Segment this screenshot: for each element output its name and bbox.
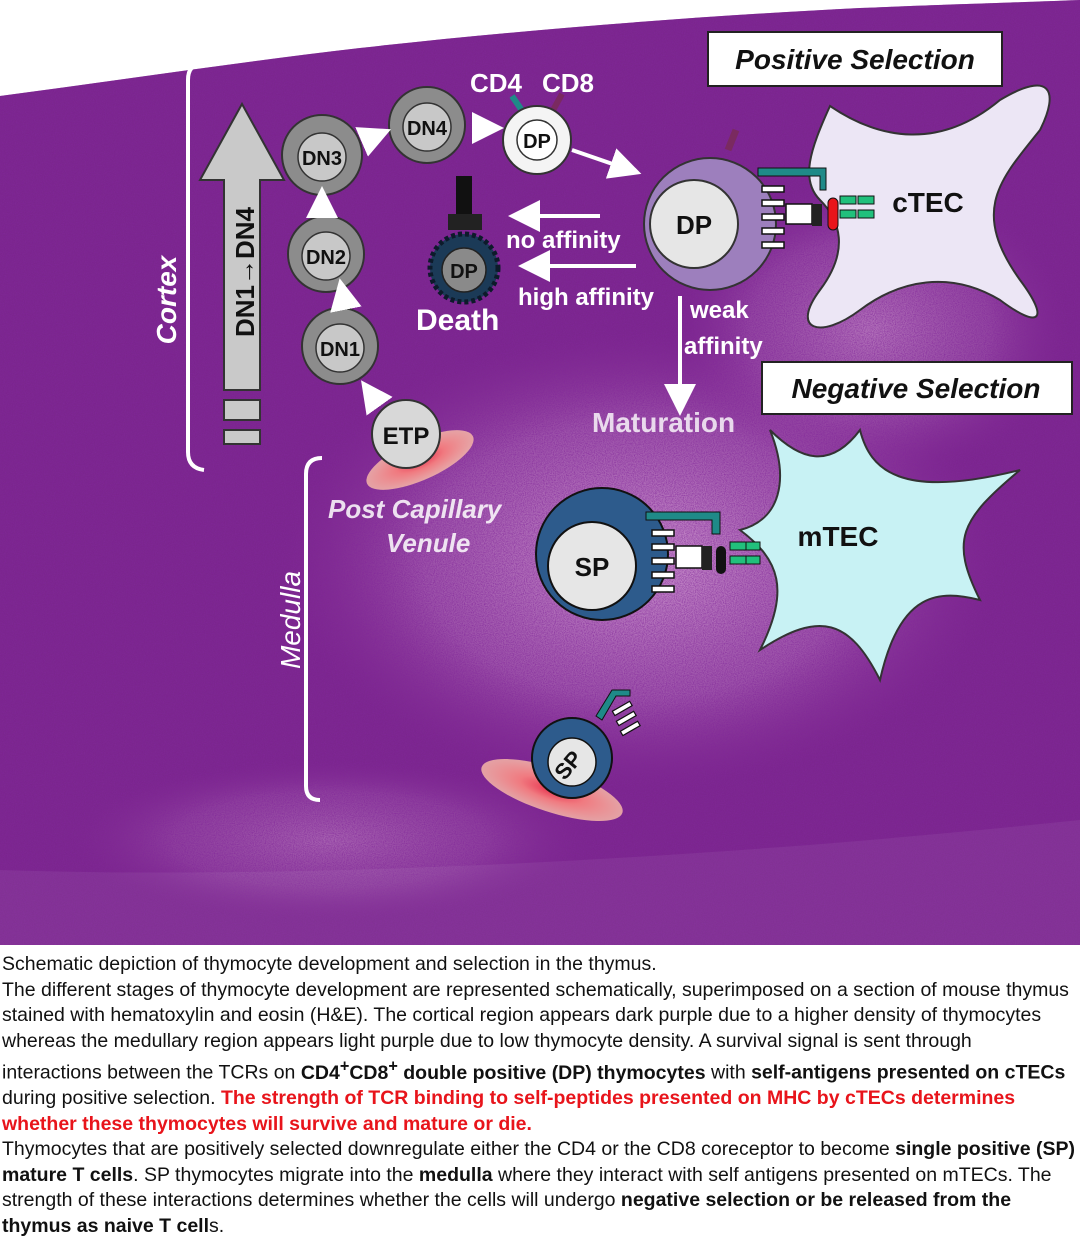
dn4-cell: DN4: [389, 87, 465, 163]
figure-caption: Schematic depiction of thymocyte develop…: [2, 952, 1076, 1239]
thymus-figure: Cortex Medulla DN1→DN4 ETP DN1 DN2 DN3 D…: [0, 0, 1080, 945]
dp-small-label: DP: [523, 131, 551, 153]
ctec-label: cTEC: [892, 187, 964, 218]
caption-cd4: CD4: [301, 1062, 340, 1084]
caption-text: . SP thymocytes migrate into the: [133, 1164, 419, 1186]
dp-large-label: DP: [676, 210, 712, 240]
caption-bold-dp: CD4+CD8+ double positive (DP) thymocytes: [301, 1062, 706, 1084]
caption-bold-ctec: self-antigens presented on cTECs: [751, 1062, 1065, 1084]
positive-selection-box: Positive Selection: [708, 32, 1002, 86]
dn3-label: DN3: [302, 148, 342, 170]
caption-sup: +: [388, 1057, 398, 1075]
negative-selection-box: Negative Selection: [762, 362, 1072, 414]
dn-stage-label: DN1→DN4: [230, 206, 260, 337]
weak-label: weak: [689, 297, 749, 324]
caption-cd8: CD8: [349, 1062, 388, 1084]
venule-label-1: Post Capillary: [328, 494, 503, 524]
sp-large-label: SP: [575, 552, 610, 582]
mtec-label: mTEC: [798, 521, 879, 552]
dn2-label: DN2: [306, 247, 346, 269]
cd8-label: CD8: [542, 68, 594, 98]
caption-text: during positive selection.: [2, 1087, 221, 1109]
caption-text: Thymocytes that are positively selected …: [2, 1138, 895, 1160]
etp-label: ETP: [383, 423, 430, 450]
dn2-cell: DN2: [288, 216, 364, 292]
dn4-label: DN4: [407, 118, 448, 140]
dn3-cell: DN3: [282, 115, 362, 195]
death-label: Death: [416, 304, 499, 337]
caption-title: Schematic depiction of thymocyte develop…: [2, 952, 1076, 978]
etp-cell: ETP: [372, 400, 440, 468]
high-affinity-label: high affinity: [518, 284, 655, 311]
thymus-diagram: Cortex Medulla DN1→DN4 ETP DN1 DN2 DN3 D…: [0, 0, 1080, 945]
medulla-label: Medulla: [275, 571, 306, 669]
dn1-label: DN1: [320, 339, 360, 361]
cortex-label: Cortex: [151, 254, 182, 344]
negative-selection-label: Negative Selection: [792, 373, 1041, 404]
dn1-cell: DN1: [302, 308, 378, 384]
caption-sup: +: [340, 1057, 350, 1075]
maturation-label: Maturation: [592, 407, 735, 438]
dp-dead-label: DP: [450, 261, 478, 283]
cd4-label: CD4: [470, 68, 523, 98]
caption-text: s.: [209, 1215, 224, 1237]
caption-bold-medulla: medulla: [419, 1164, 493, 1186]
venule-label-2: Venule: [386, 528, 470, 558]
no-affinity-label: no affinity: [506, 227, 621, 254]
caption-text: with: [706, 1062, 752, 1084]
affinity-label: affinity: [684, 333, 763, 360]
caption-body: The different stages of thymocyte develo…: [2, 978, 1076, 1239]
positive-selection-label: Positive Selection: [735, 44, 975, 75]
caption-dp-text: double positive (DP) thymocytes: [398, 1062, 706, 1084]
